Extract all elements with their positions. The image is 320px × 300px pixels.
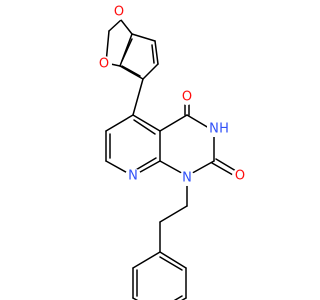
bond — [154, 40, 159, 65]
bond — [211, 162, 234, 176]
bond — [121, 65, 141, 77]
oxygen-atom-top: O — [111, 4, 127, 20]
bond — [133, 157, 157, 172]
nitrogen-atom-ring: N — [125, 168, 141, 184]
bonds — [105, 19, 237, 300]
bond — [132, 114, 161, 132]
atom-label: O — [99, 57, 109, 72]
atom-label: O — [114, 5, 124, 20]
oxygen-atom-c2: O — [232, 168, 248, 184]
bond — [132, 251, 161, 269]
bond — [151, 44, 155, 64]
bond — [159, 251, 187, 269]
atom-label: N — [182, 171, 192, 186]
bond — [108, 19, 122, 32]
atom-label: O — [182, 90, 192, 105]
bond — [119, 65, 144, 80]
bond — [120, 19, 133, 35]
atom-label: N — [209, 122, 219, 137]
atom-labels: O O O O N H N N — [96, 4, 248, 186]
bond — [142, 63, 159, 80]
bond — [159, 114, 188, 132]
nitrogen-atom-n1: N — [179, 170, 195, 186]
bond — [159, 256, 183, 271]
atom-label: N — [128, 169, 138, 184]
bond — [215, 158, 237, 172]
hydrogen-label: H — [219, 122, 229, 137]
bond — [121, 38, 133, 62]
bond — [159, 205, 188, 223]
bond — [131, 33, 156, 42]
oxygen-atom-left: O — [96, 56, 112, 72]
nitrogen-atom-n3: N H — [207, 121, 230, 137]
bond — [173, 295, 183, 300]
molecule-structure: O O O O N H N N — [96, 4, 248, 300]
bond — [132, 78, 144, 116]
atom-label: O — [235, 169, 245, 184]
bond — [133, 119, 156, 135]
bond — [105, 114, 134, 132]
oxygen-atom-c4: O — [179, 89, 195, 105]
